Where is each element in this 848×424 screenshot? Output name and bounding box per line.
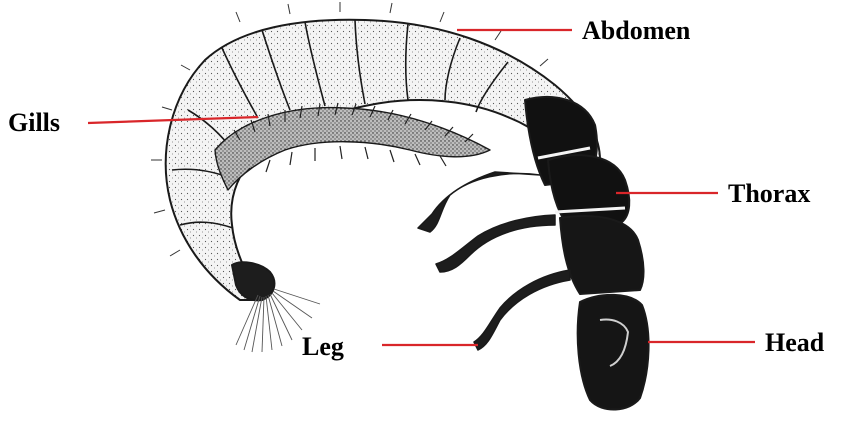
gills-label: Gills	[8, 108, 60, 137]
abdomen-label: Abdomen	[582, 16, 691, 45]
legs	[418, 172, 570, 350]
head-label: Head	[765, 328, 825, 357]
leg-label: Leg	[302, 332, 344, 361]
leg-2	[436, 215, 555, 272]
thorax-body	[525, 97, 644, 294]
head-body	[578, 295, 649, 410]
thorax-label: Thorax	[728, 179, 810, 208]
leg-3	[474, 270, 570, 350]
larva-illustration	[151, 2, 649, 410]
